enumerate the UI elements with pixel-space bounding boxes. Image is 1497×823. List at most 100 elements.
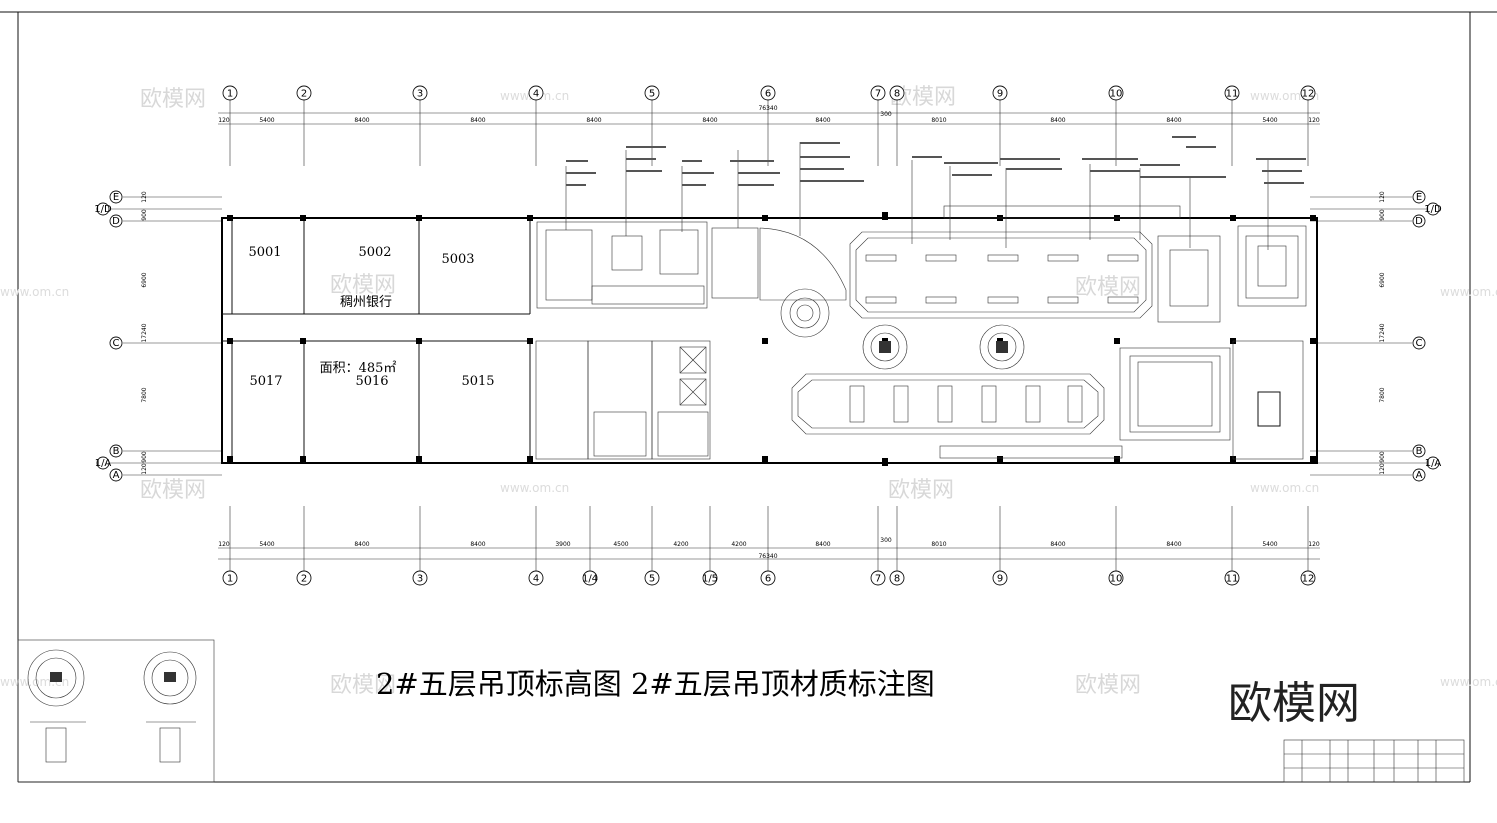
dimension-label: 120 (218, 117, 230, 124)
dimension-label: 4200 (673, 541, 688, 548)
axis-bubble (412, 85, 428, 101)
dimension-label: 120 (1308, 117, 1320, 124)
axis-bubble (1108, 85, 1124, 101)
dimension-label: 3900 (555, 541, 570, 548)
dimension-label: 8400 (586, 117, 601, 124)
axis-bubble (1224, 85, 1240, 101)
axis-label: C (113, 338, 120, 349)
axis-bubble (1412, 444, 1426, 458)
detail-inset (17, 639, 215, 783)
axis-label: 1 (227, 574, 233, 585)
axis-label: 4 (533, 89, 539, 100)
axis-label: 9 (997, 574, 1003, 585)
axis-label: 3 (417, 574, 423, 585)
axis-label: 9 (997, 89, 1003, 100)
dimension-label: 8400 (1166, 117, 1181, 124)
axis-label: 12 (1302, 89, 1315, 100)
axis-label: 1/A (1425, 458, 1442, 469)
room-5016: 5016 (355, 374, 388, 389)
axis-label: 3 (417, 89, 423, 100)
axis-bubble (96, 456, 110, 470)
dimension-label: 8010 (931, 117, 946, 124)
axis-label: 2 (301, 574, 307, 585)
dimension-label: 8400 (1166, 541, 1181, 548)
dimension-label: 120 (218, 541, 230, 548)
watermark-text: 欧模网 (888, 478, 954, 503)
dimension-label: 5400 (1262, 117, 1277, 124)
dimension-label: 8400 (1050, 117, 1065, 124)
watermark-text: 欧模网 (140, 87, 206, 112)
axis-label: A (1416, 470, 1423, 481)
axis-label: 7 (875, 574, 881, 585)
dimension-label: 7800 (141, 387, 148, 402)
dimension-label: 5400 (259, 541, 274, 548)
axis-bubble (296, 85, 312, 101)
axis-bubble (702, 570, 718, 586)
dimension-label: 4500 (613, 541, 628, 548)
watermark-text: 欧模网 (330, 273, 396, 298)
axis-label: 8 (894, 89, 900, 100)
axis-label: 10 (1110, 574, 1123, 585)
axis-label: 1/D (1424, 204, 1442, 215)
axis-label: C (1416, 338, 1423, 349)
axis-label: A (113, 470, 120, 481)
axis-bubble (870, 85, 886, 101)
dimension-label: 17240 (141, 323, 148, 342)
room-5002: 5002 (358, 245, 391, 260)
axis-bubble (1300, 85, 1316, 101)
top-axis-lines (229, 100, 1309, 166)
top-dimension-lines (218, 112, 1320, 560)
axis-bubble (760, 85, 776, 101)
dimension-label: 120 (141, 191, 148, 203)
dimension-label: 120 (141, 463, 148, 475)
axis-bubble (222, 85, 238, 101)
axis-label: B (1416, 446, 1423, 457)
axis-bubble (528, 570, 544, 586)
axis-label: 10 (1110, 89, 1123, 100)
axis-bubble (1412, 336, 1426, 350)
axis-bubble (1300, 570, 1316, 586)
axis-bubble (870, 570, 886, 586)
watermark-url: www.om.cn (1440, 285, 1497, 299)
room-labels: 5001 5002 5003 稠州银行 5017 面积：485㎡ 5016 50… (248, 245, 494, 389)
axis-label: 11 (1226, 574, 1239, 585)
axis-bubble (992, 570, 1008, 586)
watermark-text: 欧模网 (1075, 673, 1141, 698)
dimension-label: 6900 (1379, 272, 1386, 287)
axis-bubble (1426, 456, 1440, 470)
watermark-url: www.om.cn (500, 481, 569, 495)
axis-bubble (528, 85, 544, 101)
dimension-label: 8400 (1050, 541, 1065, 548)
axis-bubble (1224, 570, 1240, 586)
axis-label: 8 (894, 574, 900, 585)
dimension-label: 17240 (1379, 323, 1386, 342)
dimension-label: 8400 (815, 541, 830, 548)
bottom-axis-lines (229, 506, 1309, 571)
dimension-label: 900 (141, 209, 148, 221)
dimension-label: 900 (1379, 209, 1386, 221)
dimension-label: 7800 (1379, 387, 1386, 402)
axis-bubble (109, 444, 123, 458)
dim-bottom-gap: 300 (880, 537, 892, 544)
dimension-label: 8400 (702, 117, 717, 124)
axis-bubble (889, 85, 905, 101)
axis-label: 5 (649, 89, 655, 100)
dimension-label: 900 (1379, 451, 1386, 463)
watermark-url: www.om.cn (0, 285, 69, 299)
dimension-label: 8400 (354, 541, 369, 548)
room-5017: 5017 (249, 374, 282, 389)
axis-label: 6 (765, 574, 771, 585)
axis-label: 1/A (95, 458, 112, 469)
dimension-label: 5400 (259, 117, 274, 124)
axis-label: 6 (765, 89, 771, 100)
axis-bubble (644, 85, 660, 101)
axis-label: 12 (1302, 574, 1315, 585)
axis-bubble (222, 570, 238, 586)
axis-label: E (113, 192, 119, 203)
room-5003: 5003 (441, 252, 474, 267)
axis-bubble (1412, 190, 1426, 204)
